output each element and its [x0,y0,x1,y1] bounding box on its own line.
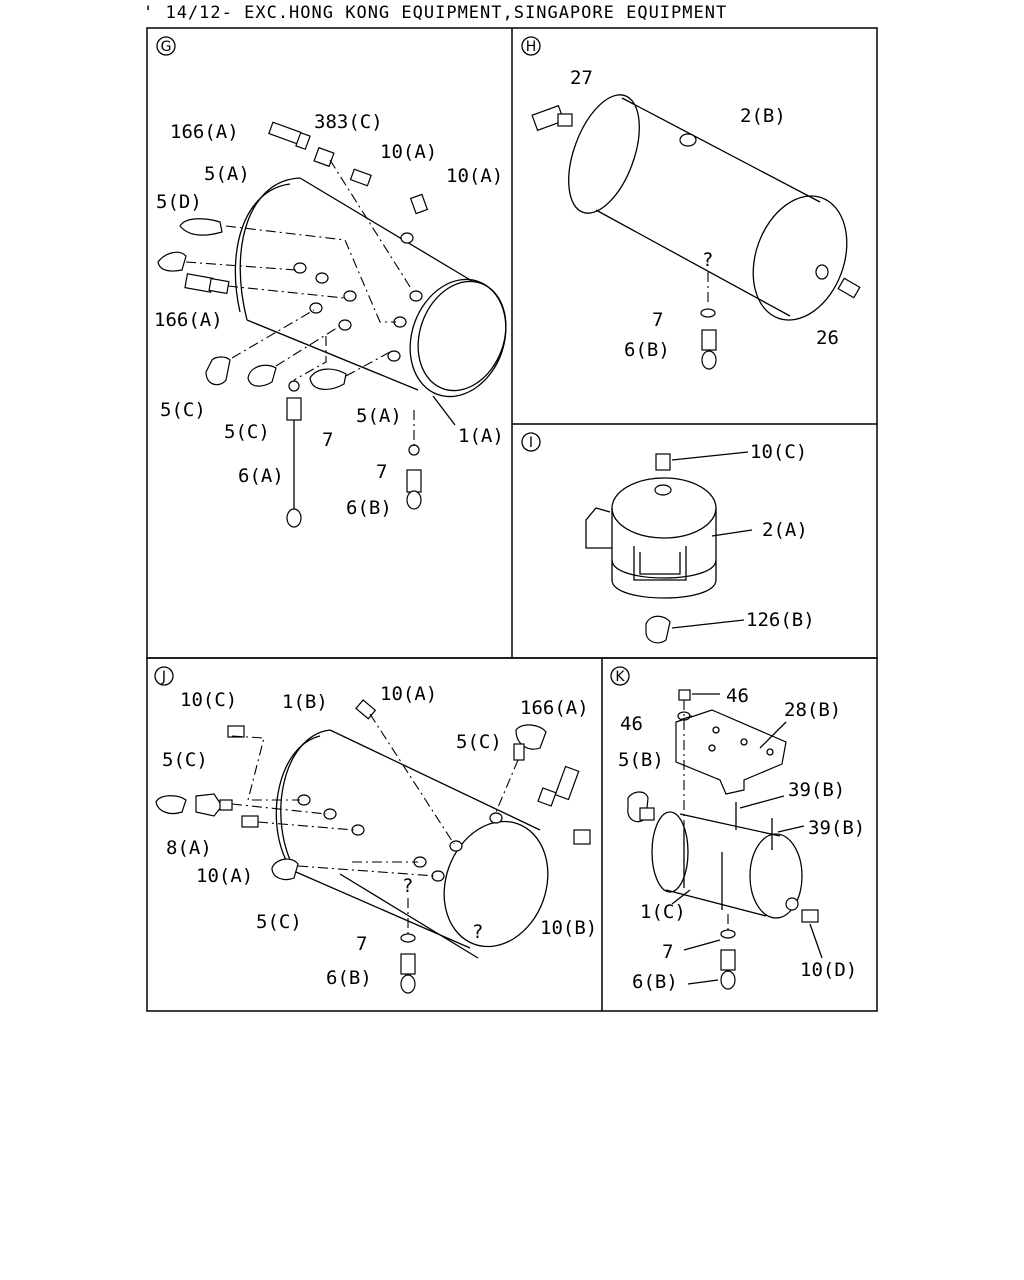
fitting-27 [531,104,573,132]
svg-text:?: ? [472,921,483,943]
elbow-5c-j-top [513,724,547,761]
svg-text:10(B): 10(B) [540,917,597,939]
svg-text:166(A): 166(A) [170,121,239,143]
svg-text:10(D): 10(D) [800,959,857,981]
tee-8a [195,793,233,817]
svg-text:39(B): 39(B) [788,779,845,801]
drain-valve-6b-h [701,329,717,370]
svg-text:5(A): 5(A) [356,405,402,427]
svg-text:5(C): 5(C) [162,749,208,771]
elbow-126b [645,615,671,644]
svg-text:7: 7 [376,461,387,483]
svg-text:5(C): 5(C) [456,731,502,753]
fitting-383c [313,146,335,168]
elbow-5c-j-left [155,795,187,815]
svg-text:10(C): 10(C) [180,689,237,711]
svg-text:383(C): 383(C) [314,111,383,133]
svg-text:8(A): 8(A) [166,837,212,859]
svg-text:?: ? [402,875,413,897]
section-marker-i: I [521,432,541,452]
section-k-labels: 46 46 28(B) 5(B) 39(B) 39(B) 1(C) 7 6(B)… [618,685,865,993]
svg-text:166(A): 166(A) [154,309,223,331]
svg-text:?: ? [702,249,713,271]
svg-text:5(C): 5(C) [160,399,206,421]
svg-text:10(A): 10(A) [196,865,253,887]
svg-text:6(B): 6(B) [624,339,670,361]
svg-text:166(A): 166(A) [520,697,589,719]
elbow-5c-mid [247,364,277,387]
svg-text:6(B): 6(B) [326,967,372,989]
svg-text:7: 7 [652,309,663,331]
svg-text:10(C): 10(C) [750,441,807,463]
drain-valve-6b-g [406,444,422,510]
svg-text:H: H [526,39,537,55]
svg-text:I: I [529,435,533,451]
air-tank-1b [275,729,549,949]
page-header: ' 14/12- EXC.HONG KONG EQUIPMENT,SINGAPO… [143,3,728,23]
section-h-drawing: ? [531,94,861,370]
elbow-5b [627,791,655,823]
svg-text:5(C): 5(C) [256,911,302,933]
section-marker-h: H [521,36,541,56]
section-h-labels: 27 2(B) 7 6(B) 26 [570,67,839,361]
svg-text:5(A): 5(A) [204,163,250,185]
svg-text:1(B): 1(B) [282,691,328,713]
svg-text:G: G [161,39,172,55]
section-marker-g: G [156,36,176,56]
section-j-labels: 10(C) 1(B) 10(A) 166(A) 5(C) 5(C) 8(A) 1… [162,683,597,989]
svg-text:46: 46 [620,713,643,735]
svg-text:10(A): 10(A) [446,165,503,187]
svg-text:5(D): 5(D) [156,191,202,213]
svg-text:6(B): 6(B) [346,497,392,519]
svg-text:5(B): 5(B) [618,749,664,771]
air-tank-2b [568,94,848,321]
svg-text:K: K [615,669,625,685]
svg-text:1(C): 1(C) [640,901,686,923]
section-marker-j: J [154,666,174,686]
diagram-frames [146,27,878,1012]
sensor-6a [286,380,302,528]
svg-text:1(A): 1(A) [458,425,504,447]
elbow-5a [179,218,223,236]
drain-valve-6b-j [400,953,416,994]
section-k-drawing [627,689,823,990]
svg-text:5(C): 5(C) [224,421,270,443]
section-g-drawing [157,121,507,528]
drain-valve-6b-k [720,949,736,990]
svg-text:6(A): 6(A) [238,465,284,487]
svg-text:J: J [161,669,166,685]
fitting-166a-top [268,121,311,151]
elbow-5c-left [205,356,231,386]
fitting-166a-lower [184,273,230,295]
svg-text:2(B): 2(B) [740,105,786,127]
section-j-drawing: ? ? [155,699,591,994]
section-marker-k: K [610,666,630,686]
elbow-5a-lower [309,368,347,390]
svg-text:7: 7 [662,941,673,963]
svg-text:26: 26 [816,327,839,349]
fitting-166a-j [537,765,580,807]
svg-text:46: 46 [726,685,749,707]
bracket-28b [675,709,787,795]
svg-text:7: 7 [322,429,333,451]
svg-text:126(B): 126(B) [746,609,815,631]
section-i-labels: 10(C) 2(A) 126(B) [746,441,815,631]
air-tank-1a [234,177,507,398]
elbow-5c-j-lower [271,858,299,881]
section-g-labels: 166(A) 383(C) 10(A) 10(A) 5(A) 5(D) 166(… [154,111,504,519]
svg-text:28(B): 28(B) [784,699,841,721]
elbow-5d [157,251,187,272]
reservoir-2a [585,477,717,599]
svg-text:27: 27 [570,67,593,89]
svg-text:6(B): 6(B) [632,971,678,993]
svg-text:10(A): 10(A) [380,683,437,705]
air-tank-1c [651,811,803,919]
svg-text:39(B): 39(B) [808,817,865,839]
svg-text:7: 7 [356,933,367,955]
svg-text:2(A): 2(A) [762,519,808,541]
section-i-drawing [585,451,753,644]
svg-text:10(A): 10(A) [380,141,437,163]
